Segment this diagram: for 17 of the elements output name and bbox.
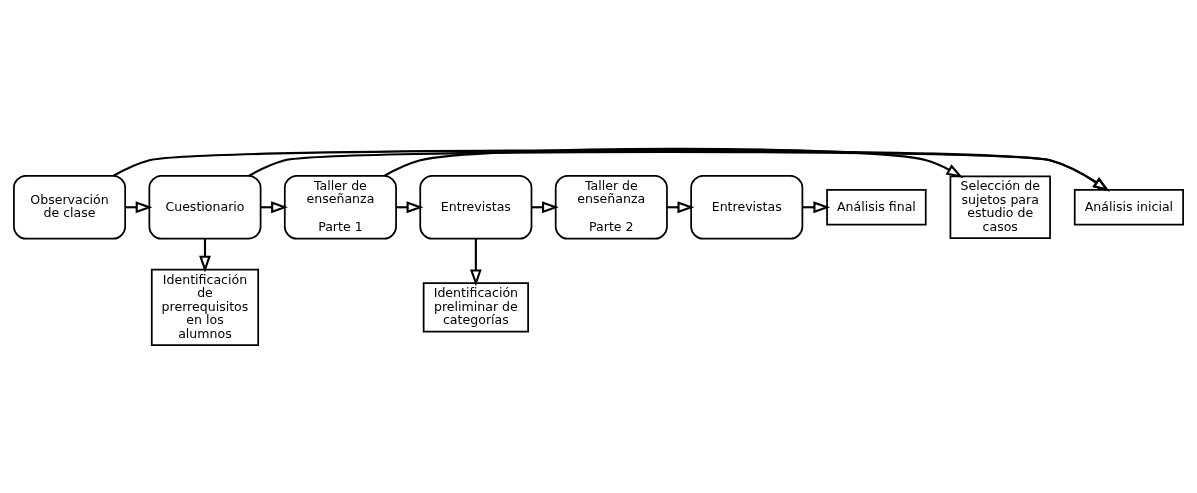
node-box: Análisis inicial [1073,188,1184,226]
node-box: Identificación de prerrequisitos en los alumnos [150,268,260,346]
node-box: Taller de enseñanza Parte 2 [554,174,668,240]
arrow [384,147,964,178]
arrow [248,150,1110,192]
arrow [469,238,482,286]
node-box: Selección de sujetos para estudio de casos [949,174,1051,239]
arrow [396,200,424,213]
arrow [125,200,153,213]
node-box: Identificación preliminar de categorías [422,281,529,332]
node-box: Taller de enseñanza Parte 1 [283,174,397,240]
node-box: Entrevistas [690,174,804,240]
node-box: Análisis final [826,188,927,226]
node-box: Observación de clase [13,174,127,240]
node-box: Entrevistas [419,174,533,240]
arrow [113,148,1110,192]
node-box: Cuestionario [148,174,262,240]
